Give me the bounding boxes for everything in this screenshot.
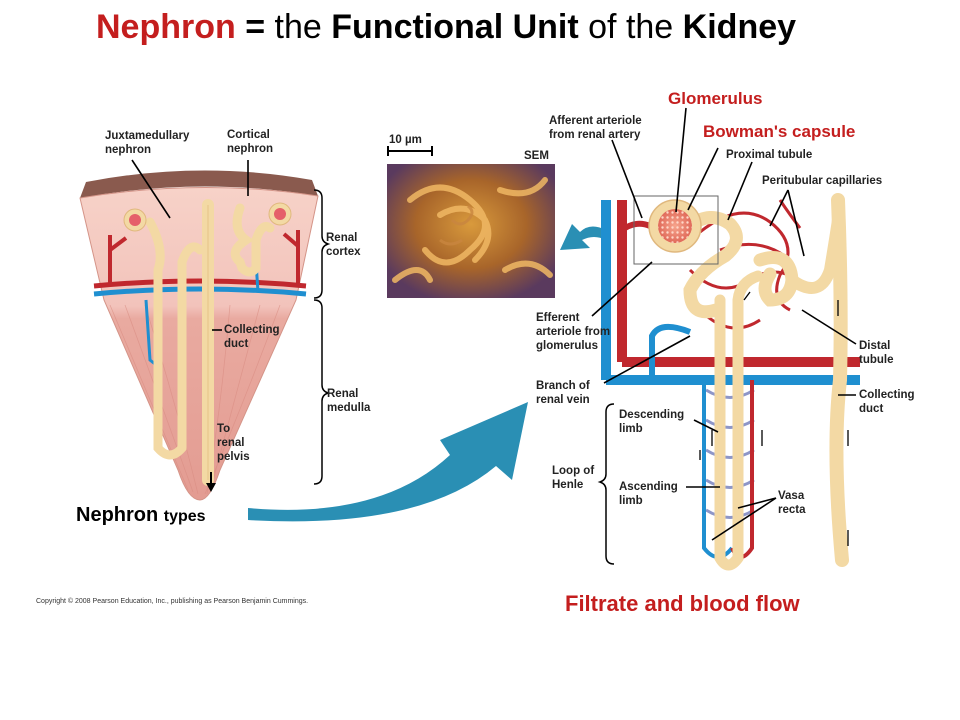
- label-descending-1: Descending: [619, 409, 684, 421]
- title-equals: =: [245, 8, 266, 46]
- juxtamedullary-loop: [145, 217, 205, 460]
- label-loop-henle-2: Henle: [552, 479, 583, 491]
- label-ascending-1: Ascending: [619, 481, 678, 493]
- flow-caption: Filtrate and blood flow: [565, 591, 800, 616]
- caption-types: types: [163, 508, 206, 525]
- sem-image: [387, 164, 555, 298]
- label-collecting-duct-2: duct: [224, 338, 248, 350]
- label-proximal-tubule: Proximal tubule: [726, 149, 812, 161]
- renal-capsule: [80, 170, 318, 198]
- label-efferent-2: arteriole from: [536, 326, 610, 338]
- label-vasa-recta-2: recta: [778, 504, 806, 516]
- caption-nephron: Nephron: [76, 504, 159, 526]
- label-descending-2: limb: [619, 423, 643, 435]
- label-renal-cortex-2: cortex: [326, 246, 361, 258]
- copyright: Copyright © 2008 Pearson Education, Inc.…: [36, 598, 309, 605]
- title-kidney: Kidney: [682, 8, 797, 46]
- label-cortical-1: Cortical: [227, 129, 270, 141]
- sem-scale-bar: [387, 146, 433, 156]
- title-the: the: [274, 8, 322, 46]
- label-juxtamedullary-2: nephron: [105, 144, 151, 156]
- label-to-renal-pelvis-2: renal: [217, 437, 245, 449]
- label-branch-vein-2: renal vein: [536, 394, 590, 406]
- title-functional-unit: Functional Unit: [331, 8, 579, 46]
- label-cortical-2: nephron: [227, 143, 273, 155]
- label-bowmans-capsule: Bowman's capsule: [703, 122, 855, 141]
- zoom-arrow: [560, 224, 606, 250]
- label-sem: SEM: [524, 150, 549, 162]
- label-distal-2: tubule: [859, 354, 894, 366]
- label-peritubular: Peritubular capillaries: [762, 175, 882, 187]
- title-nephron: Nephron: [96, 8, 236, 46]
- label-glomerulus: Glomerulus: [668, 89, 762, 108]
- label-sem-scale: 10 µm: [389, 134, 422, 146]
- label-collecting-right-1: Collecting: [859, 389, 915, 401]
- label-to-renal-pelvis-1: To: [217, 423, 230, 435]
- label-to-renal-pelvis-3: pelvis: [217, 451, 250, 463]
- collecting-duct-right: [829, 193, 849, 567]
- kidney-section: [79, 170, 319, 501]
- label-afferent-1: Afferent arteriole: [549, 115, 642, 127]
- label-vasa-recta-1: Vasa: [778, 490, 805, 502]
- loop-brace: [597, 403, 615, 565]
- loop-of-henle: [714, 270, 764, 571]
- label-distal-1: Distal: [859, 340, 890, 352]
- label-juxtamedullary-1: Juxtamedullary: [105, 130, 190, 142]
- label-branch-vein-1: Branch of: [536, 380, 590, 392]
- label-afferent-2: from renal artery: [549, 129, 641, 141]
- title-of-the: of the: [588, 8, 674, 46]
- label-renal-medulla-1: Renal: [327, 388, 358, 400]
- label-ascending-2: limb: [619, 495, 643, 507]
- arcuate-artery: [93, 278, 307, 289]
- cortex-medulla-braces: [313, 189, 331, 485]
- label-renal-cortex-1: Renal: [326, 232, 357, 244]
- cortical-loop: [230, 203, 275, 277]
- arcuate-vein: [93, 286, 307, 297]
- page-title: Nephron = the Functional Unit of the Kid…: [96, 8, 896, 52]
- label-collecting-duct-1: Collecting: [224, 324, 280, 336]
- label-efferent-3: glomerulus: [536, 340, 598, 352]
- nephron-detail: [601, 193, 860, 571]
- label-loop-henle-1: Loop of: [552, 465, 594, 477]
- kidney-wedge: [79, 187, 319, 501]
- label-collecting-right-2: duct: [859, 403, 883, 415]
- big-flow-arrow: [248, 402, 528, 522]
- label-renal-medulla-2: medulla: [327, 402, 371, 414]
- label-efferent-1: Efferent: [536, 312, 580, 324]
- nephron-types-caption: Nephron types: [76, 504, 206, 527]
